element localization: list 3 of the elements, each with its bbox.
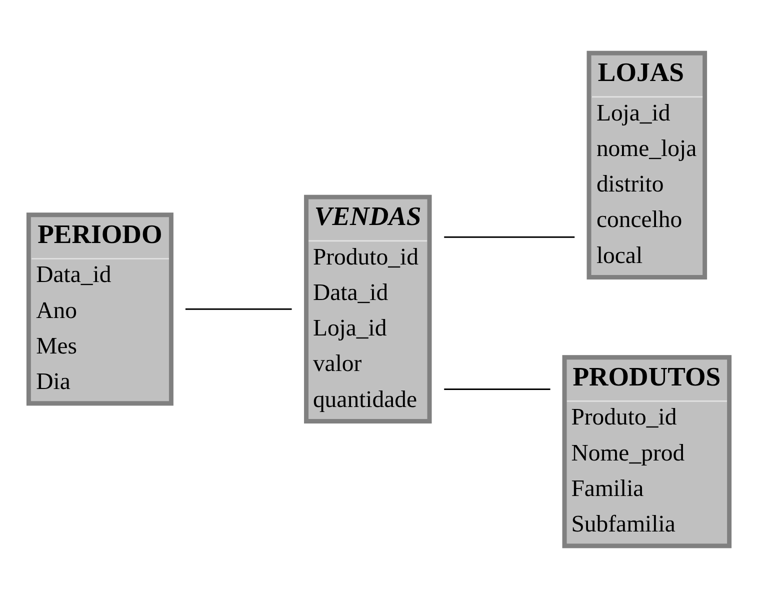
connector — [185, 308, 292, 310]
connector — [444, 388, 550, 390]
connector — [444, 236, 575, 238]
